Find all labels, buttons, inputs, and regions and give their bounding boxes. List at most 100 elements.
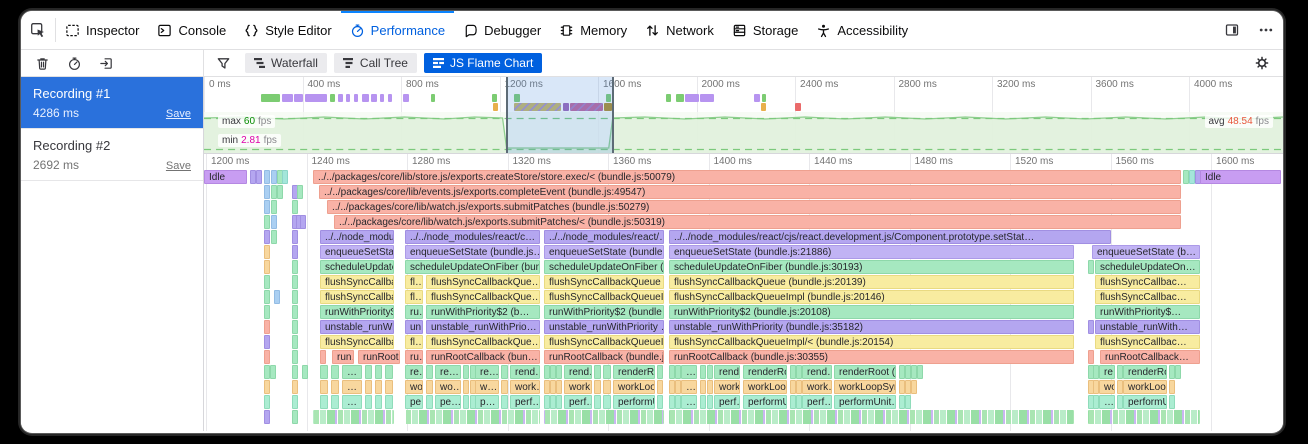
flame-block[interactable] [277, 185, 283, 199]
flame-block[interactable] [385, 365, 393, 379]
flame-block[interactable] [675, 395, 681, 409]
flame-block[interactable] [707, 365, 713, 379]
flame-block[interactable]: runRootCallback… [1100, 350, 1200, 364]
flame-block[interactable] [365, 395, 372, 409]
flame-block[interactable] [1117, 380, 1123, 394]
start-recording-button[interactable] [59, 51, 89, 75]
flame-block[interactable]: unstable_runWithPriority (bundle.js:3518… [669, 320, 1074, 334]
flame-block[interactable]: scheduleUpdateOnFiber (bu… [544, 260, 664, 274]
flame-block[interactable]: work… [714, 380, 740, 394]
flame-block[interactable] [1175, 365, 1181, 379]
timeline-marker[interactable] [492, 94, 497, 102]
flame-block[interactable] [603, 365, 611, 379]
tab-style-editor[interactable]: Style Editor [235, 11, 340, 49]
flame-block[interactable] [550, 380, 556, 394]
flame-block[interactable] [790, 365, 796, 379]
timeline-marker[interactable] [305, 94, 327, 102]
flame-block[interactable] [292, 350, 298, 364]
flame-block[interactable] [264, 395, 270, 409]
flame-block[interactable] [264, 380, 270, 394]
flame-block[interactable] [556, 380, 562, 394]
flame-block[interactable]: flushSyncCallback… [320, 290, 394, 304]
flame-block[interactable]: flushSyncCallback… [320, 275, 394, 289]
flame-block[interactable]: enqueueSetState (bundle.js:21886) [669, 245, 1074, 259]
timeline-marker[interactable] [294, 94, 303, 102]
flame-block[interactable]: renderRoot … [743, 365, 787, 379]
timeline-marker[interactable] [563, 103, 569, 111]
flame-block[interactable] [292, 230, 298, 244]
flame-block[interactable]: ../../node_modules/react/c… [405, 230, 540, 244]
flame-block[interactable] [1088, 260, 1094, 274]
flame-block[interactable] [292, 305, 298, 319]
view-waterfall-button[interactable]: Waterfall [245, 53, 327, 73]
pick-element-button[interactable] [21, 11, 55, 49]
flame-block[interactable] [385, 380, 393, 394]
tab-console[interactable]: Console [148, 11, 235, 49]
flame-block[interactable] [264, 290, 270, 304]
flame-block[interactable] [501, 365, 508, 379]
flame-block[interactable]: perf… [510, 395, 540, 409]
flame-block[interactable] [264, 245, 270, 259]
flame-block[interactable] [1093, 365, 1099, 379]
flame-block[interactable] [544, 365, 550, 379]
flame-block[interactable]: runWithPriority$2 (bundle… [544, 305, 664, 319]
flame-block[interactable]: runWithPriority$2 (b… [426, 305, 540, 319]
timeline-marker[interactable] [338, 94, 343, 102]
flame-block[interactable] [385, 395, 393, 409]
tab-performance[interactable]: Performance [340, 11, 455, 49]
timeline-marker[interactable] [330, 94, 335, 102]
flame-block[interactable] [790, 380, 796, 394]
flame-block[interactable] [707, 395, 713, 409]
import-recording-button[interactable] [91, 51, 121, 75]
flame-block[interactable]: work… [510, 380, 540, 394]
tab-inspector[interactable]: Inspector [56, 11, 148, 49]
flame-block[interactable] [700, 395, 706, 409]
flame-block[interactable] [271, 170, 277, 184]
flame-block[interactable] [264, 200, 270, 214]
flame-block[interactable] [556, 395, 562, 409]
flame-block[interactable] [594, 395, 601, 409]
timeline-marker[interactable] [346, 94, 350, 102]
flame-block[interactable]: work… [564, 380, 592, 394]
flame-block[interactable] [292, 365, 298, 379]
flame-block[interactable] [331, 380, 339, 394]
flame-block[interactable] [796, 365, 802, 379]
flame-block[interactable] [603, 395, 611, 409]
flame-block[interactable]: fl… [405, 275, 423, 289]
flame-block[interactable]: wo… [435, 380, 461, 394]
flame-block[interactable] [899, 365, 905, 379]
flame-block[interactable]: flushSyncCallbackQueue (b… [544, 275, 664, 289]
flame-block[interactable] [544, 380, 550, 394]
flame-block[interactable]: w… [475, 380, 499, 394]
flame-block[interactable]: … [1099, 395, 1115, 409]
flame-block[interactable] [264, 350, 270, 364]
flame-block[interactable] [264, 230, 270, 244]
flame-block[interactable]: performUnit… [834, 395, 896, 409]
flame-block[interactable] [365, 380, 372, 394]
tab-memory[interactable]: Memory [550, 11, 636, 49]
flame-block[interactable]: re… [405, 365, 423, 379]
flame-block[interactable]: flushSyncCallbackQueue (bundle.js:20139) [669, 275, 1074, 289]
flame-block[interactable]: rend… [564, 365, 592, 379]
flame-block[interactable]: un… [405, 320, 423, 334]
flame-block[interactable] [657, 380, 663, 394]
flame-block[interactable]: renderRoo… [613, 365, 655, 379]
timeline-marker[interactable] [403, 94, 409, 102]
flame-block[interactable] [669, 395, 675, 409]
flame-block[interactable] [1093, 380, 1099, 394]
flame-block[interactable] [911, 380, 917, 394]
flame-block[interactable] [300, 215, 306, 229]
flame-block[interactable] [911, 365, 917, 379]
performance-settings-button[interactable] [1247, 51, 1277, 75]
flame-block[interactable] [292, 200, 298, 214]
flame-block[interactable] [264, 275, 270, 289]
flame-block[interactable] [675, 365, 681, 379]
timeline-marker[interactable] [493, 103, 498, 111]
flame-block[interactable] [463, 365, 469, 379]
flame-block[interactable]: flushSyncCallbackQue… [426, 335, 540, 349]
flame-block[interactable] [463, 395, 469, 409]
flame-block[interactable]: fl… [405, 290, 423, 304]
tab-storage[interactable]: Storage [723, 11, 808, 49]
timeline-marker[interactable] [514, 103, 561, 111]
flame-block[interactable] [270, 365, 276, 379]
